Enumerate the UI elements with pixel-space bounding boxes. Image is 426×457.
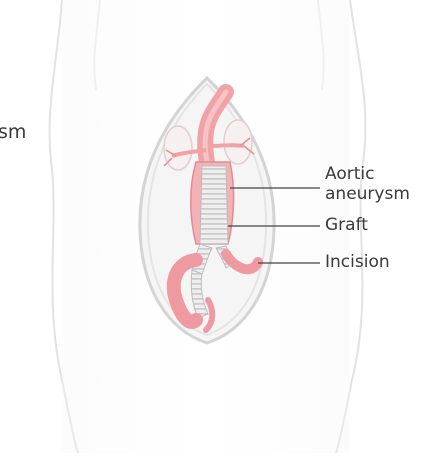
incision-label: Incision bbox=[325, 252, 390, 272]
graft-label: Graft bbox=[325, 215, 368, 235]
cut-off-label: sm bbox=[0, 122, 26, 142]
aortic-aneurysm-line2: aneurysm bbox=[325, 184, 410, 204]
aortic-aneurysm-label: Aortic aneurysm bbox=[325, 164, 410, 204]
aortic-aneurysm-line1: Aortic bbox=[325, 164, 410, 184]
